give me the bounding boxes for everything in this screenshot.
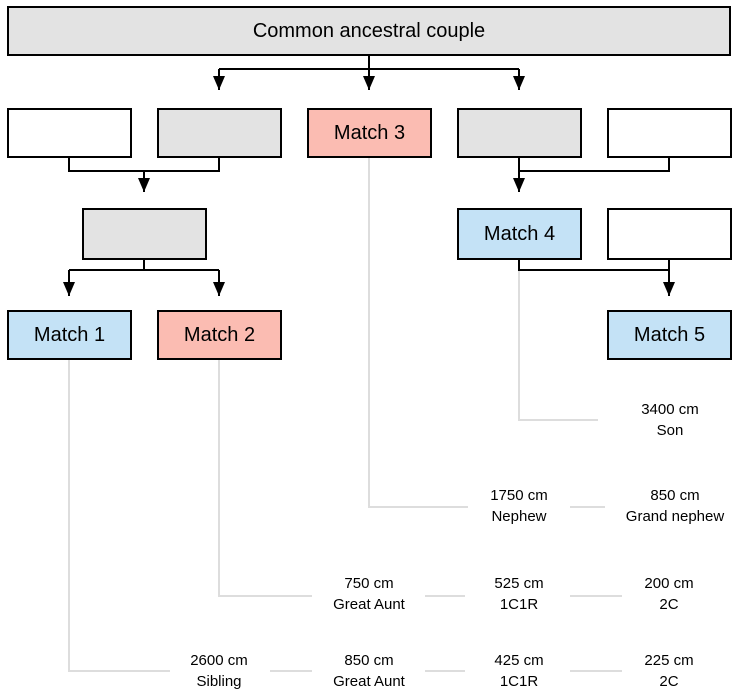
match-1-label: Match 1 — [33, 323, 106, 346]
match-3-label: Match 3 — [333, 121, 406, 144]
gen2-child-box — [82, 208, 207, 260]
label-2c-b: 225 cm 2C — [644, 652, 694, 690]
guide-match2-greataunt — [218, 360, 312, 597]
match-5-label: Match 5 — [633, 323, 706, 346]
label-1c1r-a: 525 cm 1C1R — [494, 575, 544, 613]
label-son: 3400 cm Son — [641, 401, 699, 439]
match-4-box: Match 4 — [457, 208, 582, 260]
guide-lines — [68, 158, 622, 672]
common-ancestral-couple-box: Common ancestral couple — [7, 6, 731, 56]
gen1-spouse-box-left — [7, 108, 132, 158]
common-ancestral-couple-label: Common ancestral couple — [252, 19, 486, 42]
guide-match4-son — [518, 260, 598, 421]
label-nephew: 1750 cm Nephew — [490, 487, 548, 525]
gen1-child-box — [157, 108, 282, 158]
label-2c-a: 200 cm 2C — [644, 575, 694, 613]
match-1-box: Match 1 — [7, 310, 132, 360]
match-4-label: Match 4 — [483, 222, 556, 245]
match-2-label: Match 2 — [183, 323, 256, 346]
match-2-box: Match 2 — [157, 310, 282, 360]
label-grand-nephew: 850 cm Grand nephew — [625, 487, 725, 525]
guide-match1-sibling — [68, 360, 170, 672]
label-great-aunt-a: 750 cm Great Aunt — [333, 575, 405, 613]
gen1-child-box-right — [457, 108, 582, 158]
tree-connectors — [63, 56, 675, 296]
match-3-box: Match 3 — [307, 108, 432, 158]
gen1-spouse-box-right — [607, 108, 732, 158]
label-sibling: 2600 cm Sibling — [190, 652, 248, 690]
guide-match3-nephew — [368, 158, 468, 508]
match-5-box: Match 5 — [607, 310, 732, 360]
label-1c1r-b: 425 cm 1C1R — [494, 652, 544, 690]
label-great-aunt-b: 850 cm Great Aunt — [333, 652, 405, 690]
gen2-spouse-box — [607, 208, 732, 260]
